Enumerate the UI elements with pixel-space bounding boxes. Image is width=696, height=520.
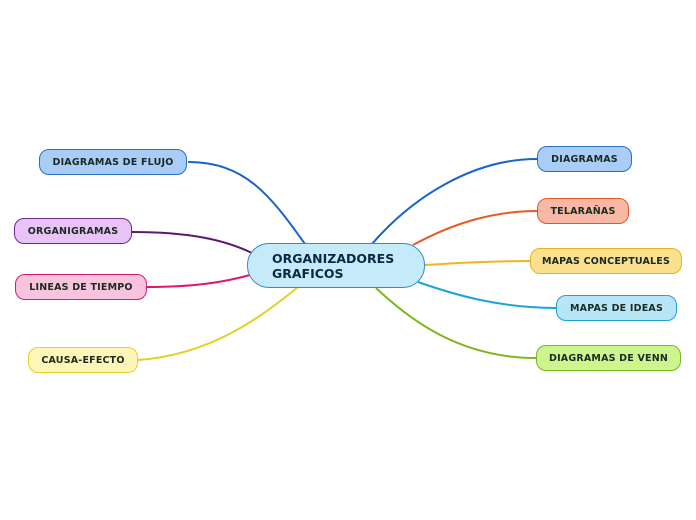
- topic-label: DIAGRAMAS DE VENN: [548, 352, 669, 364]
- connector-lineas: [146, 274, 251, 288]
- topic-lineas-de-tiempo[interactable]: LINEAS DE TIEMPO: [15, 274, 147, 300]
- connector-venn: [375, 287, 537, 359]
- topic-label: LINEAS DE TIEMPO: [29, 281, 133, 293]
- connector-organi: [131, 231, 253, 254]
- topic-label: MAPAS CONCEPTUALES: [541, 255, 671, 267]
- topic-mapas-conceptuales[interactable]: MAPAS CONCEPTUALES: [530, 248, 682, 274]
- topic-telaranas[interactable]: TELARAÑAS: [537, 198, 629, 224]
- connector-flujo: [187, 161, 306, 245]
- topic-causa-efecto[interactable]: CAUSA-EFECTO: [28, 347, 138, 373]
- topic-label: DIAGRAMAS DE FLUJO: [52, 156, 174, 168]
- central-topic-organizadores-graficos[interactable]: ORGANIZADORES GRAFICOS: [247, 243, 425, 288]
- connector-mapas-i: [417, 281, 557, 309]
- topic-diagramas[interactable]: DIAGRAMAS: [537, 146, 632, 172]
- connector-tela: [412, 210, 538, 246]
- connector-mapas-c: [424, 260, 531, 266]
- connector-causa: [137, 286, 299, 361]
- topic-mapas-de-ideas[interactable]: MAPAS DE IDEAS: [556, 295, 677, 321]
- topic-diagramas-de-venn[interactable]: DIAGRAMAS DE VENN: [536, 345, 681, 371]
- topic-organigramas[interactable]: ORGANIGRAMAS: [14, 218, 132, 244]
- topic-label: DIAGRAMAS: [551, 153, 618, 165]
- topic-diagramas-de-flujo[interactable]: DIAGRAMAS DE FLUJO: [39, 149, 187, 175]
- central-topic-label: ORGANIZADORES GRAFICOS: [272, 250, 395, 281]
- connector-diag: [371, 158, 538, 245]
- topic-label: MAPAS DE IDEAS: [570, 302, 663, 314]
- topic-label: TELARAÑAS: [550, 205, 616, 217]
- topic-label: CAUSA-EFECTO: [41, 354, 125, 366]
- topic-label: ORGANIGRAMAS: [27, 225, 119, 237]
